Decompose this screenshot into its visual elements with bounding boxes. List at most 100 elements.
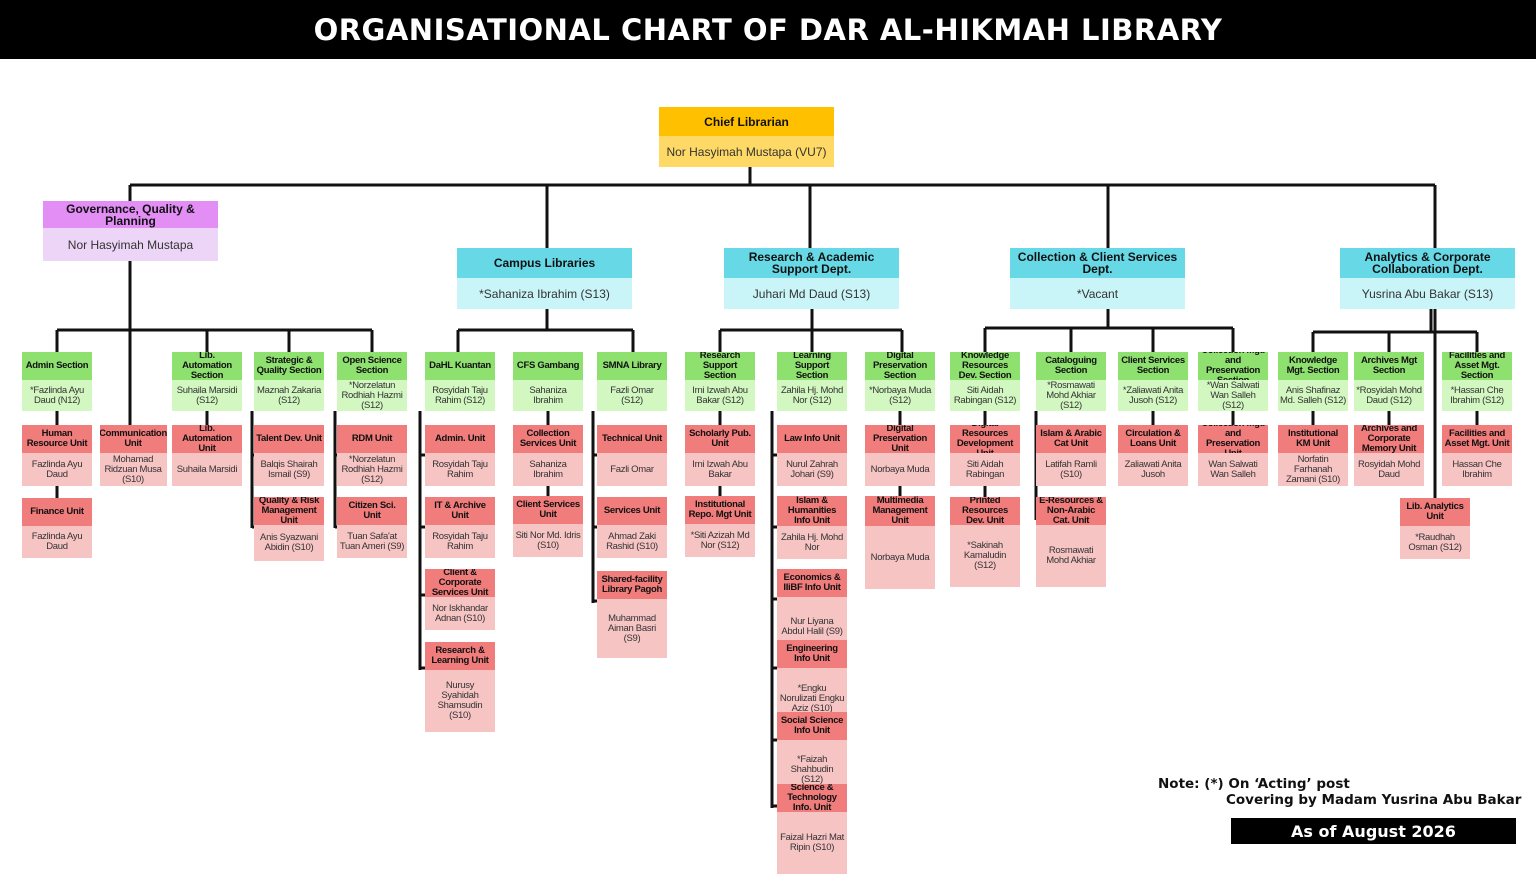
chief-name: Nor Hasyimah Mustapa (VU7): [659, 136, 834, 167]
research-dept-box[interactable]: Research & Academic Support Dept. Juhari…: [724, 248, 899, 309]
lib-analytics-unit-box[interactable]: Lib. Analytics Unit*Raudhah Osman (S12): [1400, 498, 1470, 559]
title-banner: ORGANISATIONAL CHART OF DAR AL-HIKMAH LI…: [0, 0, 1536, 59]
analytics-dept-box[interactable]: Analytics & Corporate Collaboration Dept…: [1340, 248, 1515, 309]
digital-res-unit-name: Siti Aidah Rabingan: [950, 453, 1020, 486]
social-unit-title: Social Science Info Unit: [777, 712, 847, 740]
islam-arabic-unit-title: Islam & Arabic Cat Unit: [1036, 425, 1106, 453]
digital-pres-section-box[interactable]: Digital Preservation Section*Norbaya Mud…: [865, 352, 935, 411]
multimedia-unit-name: Norbaya Muda: [865, 526, 935, 589]
cataloguing-section-name: *Rosmawati Mohd Akhiar (S12): [1036, 380, 1106, 411]
repo-unit-title: Institutional Repo. Mgt Unit: [685, 496, 755, 524]
circulation-unit-title: Circulation & Loans Unit: [1118, 425, 1188, 453]
dahl-client-name: Nor Iskhandar Adnan (S10): [425, 597, 495, 630]
research-support-name: Irni Izwah Abu Bakar (S12): [685, 380, 755, 411]
governance-box[interactable]: Governance, Quality & Planning Nor Hasyi…: [43, 201, 218, 261]
archives-section-title: Archives Mgt Section: [1354, 352, 1424, 380]
printed-res-unit-box[interactable]: Printed Resources Dev. Unit*Sakinah Kama…: [950, 497, 1020, 587]
rdm-unit-box[interactable]: RDM Unit*Norzelatun Rodhiah Hazmi (S12): [337, 425, 407, 486]
facilities-section-name: *Hassan Che Ibrahim (S12): [1442, 380, 1512, 411]
archives-section-box[interactable]: Archives Mgt Section*Rosyidah Mohd Daud …: [1354, 352, 1424, 411]
open-science-section-box[interactable]: Open Science Section*Norzelatun Rodhiah …: [337, 352, 407, 411]
multimedia-unit-title: Multimedia Management Unit: [865, 496, 935, 526]
cfs-client-title: Client Services Unit: [513, 496, 583, 524]
repo-unit-box[interactable]: Institutional Repo. Mgt Unit*Siti Azizah…: [685, 496, 755, 557]
knowledge-res-section-title: Knowledge Resources Dev. Section: [950, 352, 1020, 380]
strategic-section-name: Maznah Zakaria (S12): [254, 380, 324, 411]
admin-section-box[interactable]: Admin Section*Fazlinda Ayu Daud (N12): [22, 352, 92, 411]
chief-librarian-box[interactable]: Chief Librarian Nor Hasyimah Mustapa (VU…: [659, 107, 834, 167]
strategic-section-title: Strategic & Quality Section: [254, 352, 324, 380]
lib-analytics-unit-name: *Raudhah Osman (S12): [1400, 526, 1470, 559]
coll-pres-unit-title: Collection Mgt. and Preservation Unit: [1198, 425, 1268, 453]
quality-risk-unit-title: Quality & Risk Management Unit: [254, 497, 324, 525]
lib-analytics-unit-title: Lib. Analytics Unit: [1400, 498, 1470, 526]
client-services-section-box[interactable]: Client Services Section*Zaliawati Anita …: [1118, 352, 1188, 411]
islam-hum-unit-name: Zahila Hj. Mohd Nor: [777, 526, 847, 559]
sci-tech-unit-title: Science & Technology Info. Unit: [777, 784, 847, 812]
coll-pres-unit-box[interactable]: Collection Mgt. and Preservation UnitWan…: [1198, 425, 1268, 486]
smna-name: Fazli Omar (S12): [597, 380, 667, 411]
archives-unit-name: Rosyidah Mohd Daud: [1354, 453, 1424, 486]
collection-dept-box[interactable]: Collection & Client Services Dept. *Vaca…: [1010, 248, 1185, 309]
chief-title: Chief Librarian: [659, 107, 834, 136]
admin-section-name: *Fazlinda Ayu Daud (N12): [22, 380, 92, 411]
eres-unit-name: Rosmawati Mohd Akhiar: [1036, 525, 1106, 587]
econ-unit-title: Economics & IIiBF Info Unit: [777, 569, 847, 597]
printed-res-unit-title: Printed Resources Dev. Unit: [950, 497, 1020, 525]
analytics-name: Yusrina Abu Bakar (S13): [1340, 278, 1515, 309]
smna-services-name: Ahmad Zaki Rashid (S10): [597, 525, 667, 558]
governance-name: Nor Hasyimah Mustapa: [43, 228, 218, 261]
campus-libraries-box[interactable]: Campus Libraries *Sahaniza Ibrahim (S13): [457, 248, 632, 309]
learning-support-title: Learning Support Section: [777, 352, 847, 380]
eres-unit-title: E-Resources & Non-Arabic Cat. Unit: [1036, 497, 1106, 525]
as-of-badge: As of August 2026: [1231, 818, 1516, 844]
facilities-section-box[interactable]: Facilities and Asset Mgt. Section*Hassan…: [1442, 352, 1512, 411]
cfs-name: Sahaniza Ibrahim: [513, 380, 583, 411]
facilities-section-title: Facilities and Asset Mgt. Section: [1442, 352, 1512, 380]
cataloguing-section-box[interactable]: Cataloguing Section*Rosmawati Mohd Akhia…: [1036, 352, 1106, 411]
coll-pres-section-box[interactable]: Collection Mgt. and Preservation Section…: [1198, 352, 1268, 411]
km-section-title: Knowledge Mgt. Section: [1278, 352, 1348, 380]
knowledge-res-section-name: Siti Aidah Rabingan (S12): [950, 380, 1020, 411]
finance-unit-name: Fazlinda Ayu Daud: [22, 526, 92, 558]
smna-tech-title: Technical Unit: [597, 425, 667, 453]
